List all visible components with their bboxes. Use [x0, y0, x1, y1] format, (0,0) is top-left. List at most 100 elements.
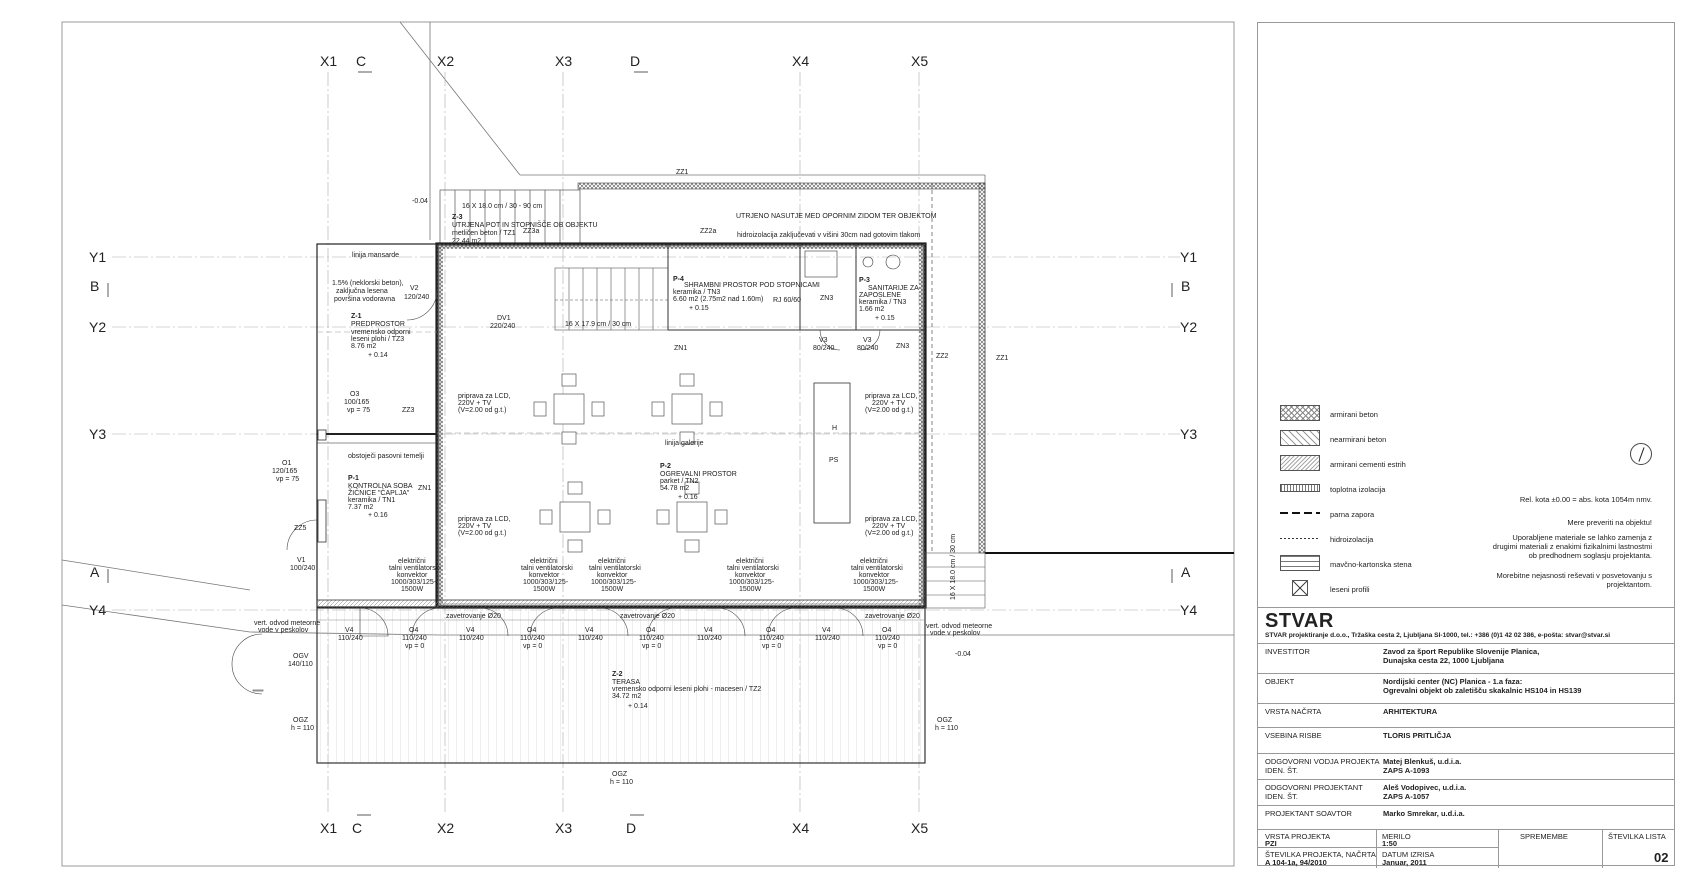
ogz-left: OGZ: [293, 717, 309, 724]
room-p3-name2: ZAPOSLENE: [859, 292, 901, 299]
konv-5e: 1500W: [401, 586, 424, 593]
konv-2b: talni ventilatorski: [589, 565, 641, 572]
axis-y1-right: Y1: [1180, 249, 1197, 265]
building-walls: [316, 242, 927, 609]
legend-swatch-cross-icon: [1280, 405, 1320, 421]
axis-y2-right: Y2: [1180, 319, 1197, 335]
spremembe-label: SPREMEMBE: [1520, 832, 1568, 841]
v4-4: V4: [704, 627, 713, 634]
odvod-left-1: vert. odvod meteorne: [254, 620, 320, 627]
ogz-bottom-h: h = 110: [610, 779, 633, 786]
odvod-right-1: vert. odvod meteorne: [926, 623, 992, 630]
legend-label: nearmirani beton: [1330, 435, 1387, 444]
konv-3c: konvektor: [735, 572, 766, 579]
lcd-2c: (V=2.00 od g.t.): [458, 530, 506, 537]
o4-1: O4: [409, 627, 418, 634]
row-label: PROJEKTANT SOAVTOR: [1265, 809, 1352, 818]
slope-label-1: 1.5% (neklorski beton),: [332, 280, 404, 287]
rj-label: RJ 60/60: [773, 297, 801, 304]
axis-labels-left: Y1 B Y2 Y3 A Y4: [89, 249, 106, 618]
room-z1-level: + 0.14: [368, 352, 388, 359]
konv-2e: 1500W: [601, 586, 624, 593]
konv-1a: električni: [530, 558, 558, 565]
axis-labels-top: X1 C X2 X3 D X4 X5: [320, 53, 928, 69]
dv1-label: DV1: [497, 315, 511, 322]
o1-vp: vp = 75: [276, 476, 299, 483]
row-bottom: VRSTA PROJEKTA PZI MERILO 1:50 ŠTEVILKA …: [1258, 829, 1674, 868]
o4-3s: 110/240: [639, 635, 664, 642]
terrace-deck: [316, 607, 926, 764]
company-line: STVAR projektiranje d.o.o., Tržaška cest…: [1265, 632, 1611, 639]
o1-size: 120/165: [272, 468, 297, 475]
row-label: ODGOVORNI VODJA PROJEKTA IDEN. ŠT.: [1265, 757, 1380, 775]
room-z2-code: Z-2: [612, 671, 623, 678]
zn3-top: ZN3: [820, 295, 833, 302]
o4-1v: vp = 0: [405, 643, 424, 650]
doors: [231, 289, 881, 695]
drawing-frame: [61, 21, 1235, 867]
v4-4s: 110/240: [697, 635, 722, 642]
o4-5s: 110/240: [875, 635, 900, 642]
interior-stair: [554, 267, 669, 331]
level-neg-top: -0.04: [412, 198, 428, 205]
legend: armirani beton nearmirani beton armirani…: [1258, 383, 1674, 603]
hidro-label: hidroizolacija zaključevati v višini 30c…: [737, 232, 920, 239]
legend-label: mavčno-kartonska stena: [1330, 560, 1412, 569]
row-investitor: INVESTITOR Zavod za šport Republike Slov…: [1258, 643, 1674, 674]
ogv-size: 140/110: [288, 661, 313, 668]
row-projektant: ODGOVORNI PROJEKTANT IDEN. ŠT. Aleš Vodo…: [1258, 779, 1674, 806]
v4-5s: 110/240: [815, 635, 840, 642]
legend-label: toplotna izolacija: [1330, 485, 1386, 494]
room-p4-code: P-4: [673, 276, 684, 283]
ps-label: PS: [829, 457, 839, 464]
axis-x1-bottom: X1: [320, 820, 337, 836]
merilo-value: 1:50: [1382, 839, 1398, 848]
v4-5: V4: [822, 627, 831, 634]
axis-a-left: A: [90, 564, 100, 580]
legend-swatch-diag-icon: [1280, 430, 1320, 446]
axis-x5-bottom: X5: [911, 820, 928, 836]
o4-4s: 110/240: [759, 635, 784, 642]
room-z2-desc: vremensko odporni leseni plohi - macesen…: [612, 686, 761, 693]
lcd-2b: 220V + TV: [458, 523, 491, 530]
konv-4b: talni ventilatorski: [851, 565, 903, 572]
dv1-size: 220/240: [490, 323, 515, 330]
konv-2c: konvektor: [597, 572, 628, 579]
zz3a: ZZ3a: [523, 228, 539, 235]
legend-label: leseni profili: [1330, 585, 1370, 594]
room-p4-area: 6.60 m2 (2.75m2 nad 1.60m): [673, 296, 763, 303]
room-p2-area: 54.78 m2: [660, 485, 689, 492]
room-p1-code: P-1: [348, 475, 359, 482]
axis-b-right: B: [1181, 278, 1190, 294]
note-nejasnosti: Morebitne nejasnosti reševati v posvetov…: [1496, 571, 1652, 589]
o4-2s: 110/240: [520, 635, 545, 642]
room-p4-level: + 0.15: [689, 305, 709, 312]
v2-size: 120/240: [404, 294, 429, 301]
v3-size-a: 80/240: [813, 345, 835, 352]
axis-c-top: C: [356, 53, 366, 69]
zav-3: zavetrovanje Ø20: [865, 613, 920, 620]
mansarda-label: linija mansarde: [352, 252, 399, 259]
room-z3-code: Z-3: [452, 214, 463, 221]
konv-1d: 1000/303/125-: [523, 579, 569, 586]
o4-2v: vp = 0: [523, 643, 542, 650]
ogz-right: OGZ: [937, 717, 953, 724]
slope-label-2: zaključna lesena: [336, 288, 388, 295]
odvod-right-2: vode v peskolov: [930, 630, 981, 637]
h-label: H: [832, 425, 837, 432]
room-z1-desc2: leseni plohi / TZ3: [351, 336, 404, 343]
note-material: Uporabljene materiale se lahko zamenja z…: [1492, 533, 1652, 560]
axis-x2-bottom: X2: [437, 820, 454, 836]
legend-swatch-dash-icon: [1280, 512, 1320, 514]
room-p2-level: + 0.16: [678, 494, 698, 501]
stair-inner-label: 16 X 17.9 cm / 30 cm: [565, 321, 631, 328]
axis-d-bottom: D: [626, 820, 636, 836]
room-p2-code: P-2: [660, 463, 671, 470]
legend-swatch-wave-icon: [1280, 484, 1320, 492]
company-logo: STVAR: [1265, 610, 1334, 632]
konv-1c: konvektor: [529, 572, 560, 579]
axis-labels-right: Y1 B Y2 Y3 A Y4: [1180, 249, 1197, 618]
zz5-label: ZZ5: [294, 525, 307, 532]
merilo-label: MERILO: [1382, 832, 1411, 841]
lcd-1b: 220V + TV: [458, 400, 491, 407]
